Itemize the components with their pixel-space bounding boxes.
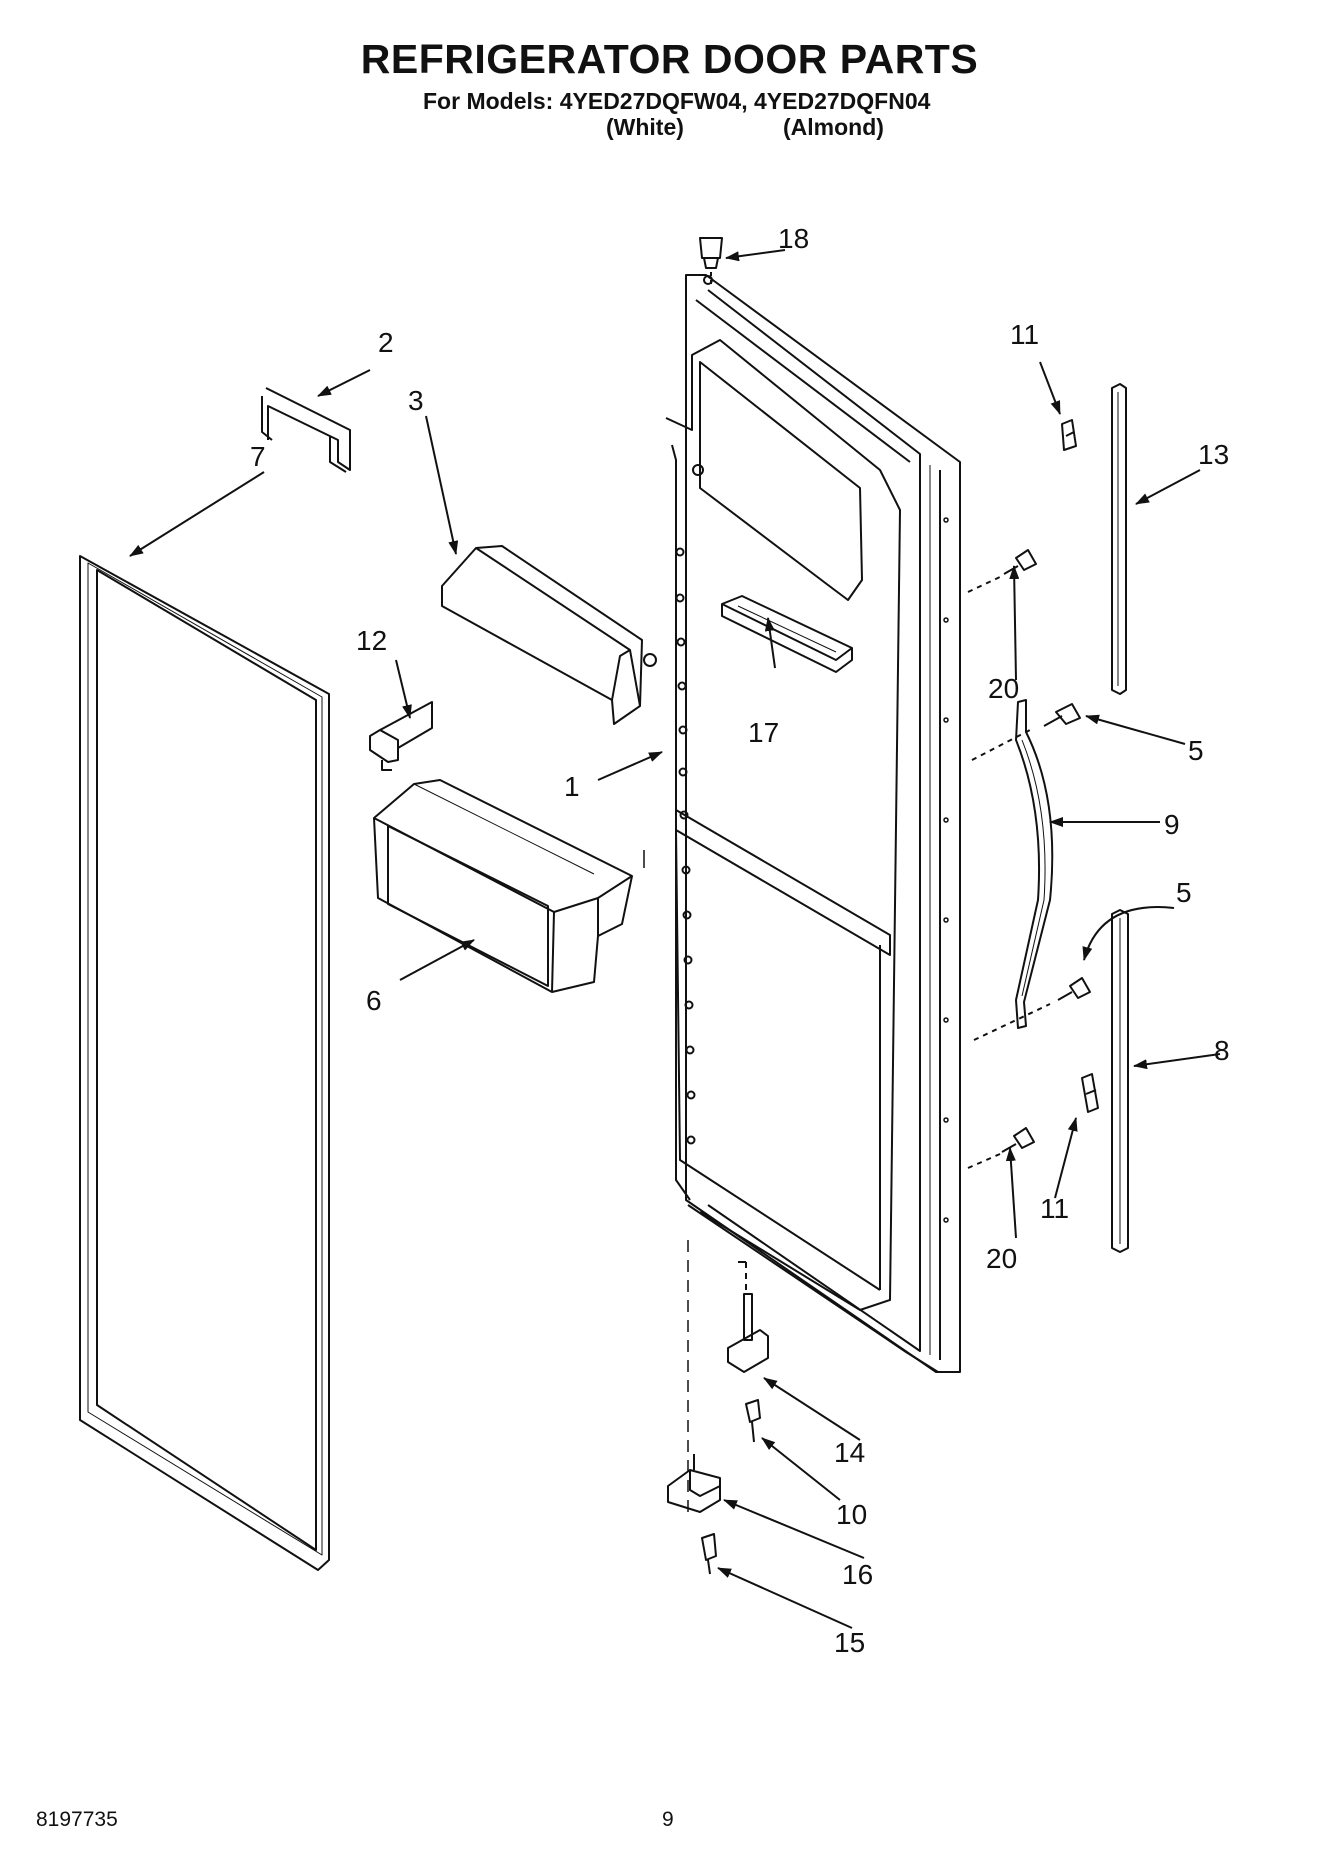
callout-7: 8	[1214, 1035, 1230, 1066]
door-gasket-part-8	[79, 555, 330, 1571]
callout-15: 15	[834, 1627, 865, 1658]
bracket-part-12	[369, 701, 433, 771]
screw-part-20-bottom	[967, 1127, 1035, 1169]
callout-11-bottom: 11	[1040, 1193, 1069, 1224]
cap-part-18	[699, 237, 723, 286]
hinge-part-14	[727, 1261, 769, 1373]
models-text: For Models: 4YED27DQFW04, 4YED27DQFN04	[423, 88, 931, 114]
callout-16: 16	[842, 1559, 873, 1590]
callout-18: 18	[778, 223, 809, 254]
retainer-clip-part-11-bottom	[1081, 1073, 1099, 1113]
callout-5-bottom: 5	[1176, 877, 1192, 908]
trim-strip-part-13	[1111, 383, 1127, 695]
callout-labels: 18 2 3 7 12 1 17 6 11 13 20 5 9 5 8 11 2…	[250, 223, 1230, 1658]
callout-13: 13	[1198, 439, 1229, 470]
callout-9: 9	[1164, 809, 1180, 840]
page-title: REFRIGERATOR DOOR PARTS	[360, 36, 979, 82]
handle-part-9	[1015, 699, 1054, 1029]
dispenser-part-17	[721, 595, 853, 673]
callout-3: 3	[408, 385, 424, 416]
callout-8: 7	[250, 441, 266, 472]
callout-11-top: 11	[1010, 319, 1039, 350]
screw-part-5-top	[971, 703, 1081, 761]
callout-17: 17	[748, 717, 779, 748]
callout-12: 12	[356, 625, 387, 656]
callout-5-top: 5	[1188, 735, 1204, 766]
page-number: 9	[662, 1808, 674, 1831]
screw-part-5-bottom	[973, 977, 1091, 1041]
callout-10: 10	[836, 1499, 867, 1530]
screw-part-20-top	[967, 549, 1037, 593]
trim-strip-part-7	[1111, 909, 1129, 1253]
door-bin-part-6	[373, 779, 633, 993]
callout-6: 6	[366, 985, 382, 1016]
shelf-peg-holes	[675, 275, 713, 1145]
hinge-block-part-16	[667, 1454, 721, 1513]
finish-almond: (Almond)	[783, 114, 884, 140]
retainer-clip-part-11-top	[1061, 419, 1077, 451]
callout-2: 2	[378, 327, 394, 358]
clip-part-2	[261, 387, 351, 473]
page-header: REFRIGERATOR DOOR PARTS	[0, 36, 1339, 82]
screw-part-15	[701, 1533, 717, 1575]
edge-screw-holes	[943, 517, 949, 1223]
finish-white: (White)	[606, 114, 684, 140]
callout-14: 14	[834, 1437, 865, 1468]
door-liner-part-1	[665, 274, 961, 1373]
screw-part-10	[745, 1399, 761, 1443]
callout-1: 1	[564, 771, 580, 802]
callout-20-bottom: 20	[986, 1243, 1017, 1274]
callout-20-top: 20	[988, 673, 1019, 704]
shelf-part-3	[441, 545, 657, 725]
leader-lines	[129, 249, 1221, 1629]
document-number: 8197735	[36, 1808, 118, 1831]
